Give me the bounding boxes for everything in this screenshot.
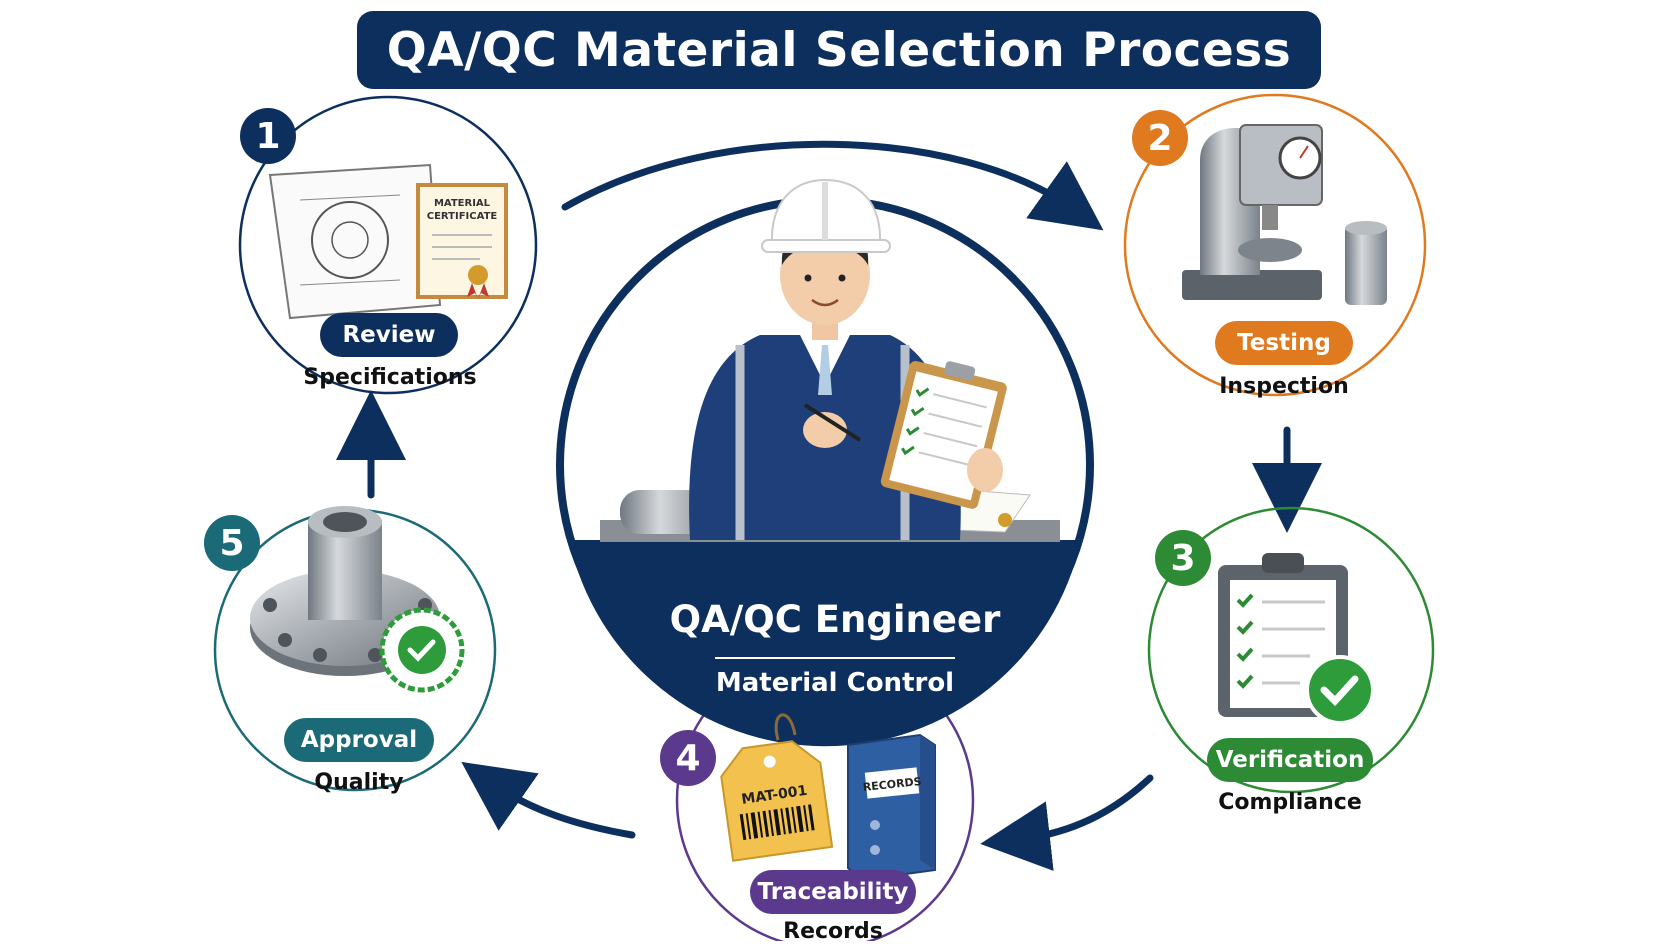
step-5-number: 5 (204, 515, 260, 571)
center-title: QA/QC Engineer (669, 598, 1001, 641)
step-5-label: Approval (284, 718, 434, 762)
page-title: QA/QC Material Selection Process (357, 11, 1321, 89)
step-3-circle (1147, 506, 1435, 794)
step-2-circle (1123, 93, 1427, 397)
svg-text:RECORDS: RECORDS (862, 775, 922, 794)
step-2-sublabel: Inspection (1219, 374, 1349, 399)
arrow-1-to-2 (561, 140, 1104, 231)
step-1-circle (238, 95, 538, 395)
step-4-sublabel: Records (783, 919, 883, 944)
arrow-4-to-5 (461, 761, 636, 839)
step-3-sublabel: Compliance (1218, 790, 1362, 815)
svg-text:CERTIFICATE: CERTIFICATE (427, 211, 498, 222)
step-2-number: 2 (1132, 110, 1188, 166)
step-4-number: 4 (660, 730, 716, 786)
step-1-number: 1 (240, 108, 296, 164)
step-3-label: Verification (1207, 738, 1373, 782)
step-3-number: 3 (1155, 530, 1211, 586)
step-5-sublabel: Quality (314, 770, 404, 795)
blueprint-and-certificate-icon: MATERIAL CERTIFICATE (268, 163, 508, 320)
flow-arrows (336, 140, 1322, 871)
hardness-tester-icon (1182, 124, 1387, 305)
step-2-label: Testing (1215, 321, 1353, 365)
flange-with-approval-stamp-icon (250, 506, 465, 693)
center-divider (715, 657, 955, 659)
step-4-label: Traceability (750, 870, 916, 914)
center-engineer-scene (556, 178, 1094, 747)
center-subtitle: Material Control (715, 668, 955, 698)
arrow-3-to-4 (980, 774, 1154, 871)
step-1-sublabel: Specifications (303, 365, 477, 390)
step-1-label: Review (320, 313, 458, 357)
tag-and-binder-icon: MAT-001 RECORDS (720, 713, 936, 882)
svg-text:MATERIAL: MATERIAL (434, 198, 491, 209)
checklist-clipboard-icon (1218, 553, 1375, 725)
